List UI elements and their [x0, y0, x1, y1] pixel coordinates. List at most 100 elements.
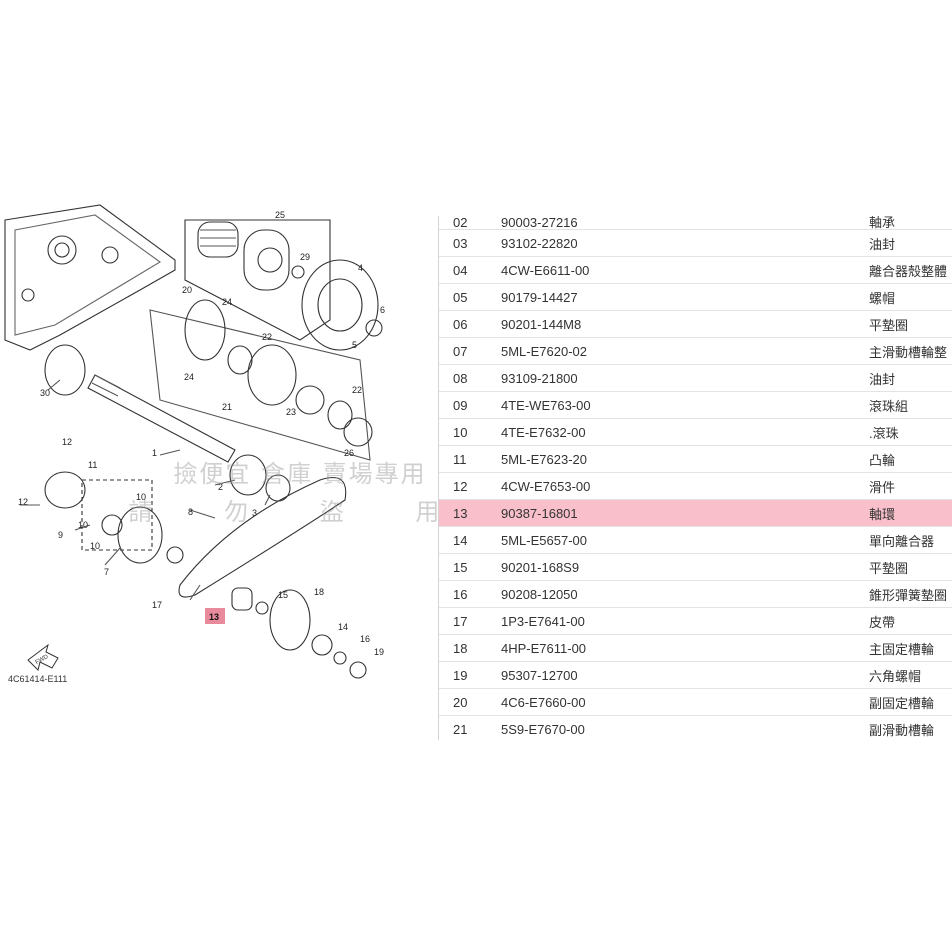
- part-number-index: 08: [439, 364, 501, 392]
- part-number-index: 14: [439, 526, 501, 554]
- part-number-index: 20: [439, 688, 501, 716]
- part-number-index: 19: [439, 661, 501, 689]
- part-number-index: 10: [439, 418, 501, 446]
- part-number-index: 06: [439, 310, 501, 338]
- part-name: 皮帶: [869, 607, 952, 635]
- part-name: 螺帽: [869, 283, 952, 311]
- callout-26: 26: [344, 448, 354, 458]
- part-name: 油封: [869, 229, 952, 257]
- part-number-index: 05: [439, 283, 501, 311]
- callout-23: 23: [286, 407, 296, 417]
- part-name: 單向離合器: [869, 526, 952, 554]
- callout-16: 16: [360, 634, 370, 644]
- callout-22b: 22: [352, 385, 362, 395]
- part-name: 六角螺帽: [869, 661, 952, 689]
- part-code: 5S9-E7670-00: [501, 715, 869, 740]
- part-code: 95307-12700: [501, 661, 869, 689]
- part-name: 軸承: [869, 216, 952, 230]
- callout-11: 11: [88, 460, 97, 470]
- callout-7: 7: [104, 567, 109, 577]
- part-number-index: 16: [439, 580, 501, 608]
- part-code: 90003-27216: [501, 216, 869, 230]
- callout-25: 25: [275, 210, 285, 220]
- parts-diagram: 30 1 2 3 4 5 6 7 8 9 10 10 10 11 12 12 1…: [0, 200, 438, 700]
- part-name: 滾珠組: [869, 391, 952, 419]
- part-number-index: 04: [439, 256, 501, 284]
- part-name: 軸環: [869, 499, 952, 527]
- part-code: 90387-16801: [501, 499, 869, 527]
- callout-13-highlight: [205, 608, 225, 624]
- callout-20: 20: [182, 285, 192, 295]
- callout-24b: 24: [184, 372, 194, 382]
- part-code: 5ML-E5657-00: [501, 526, 869, 554]
- callout-21: 21: [222, 402, 232, 412]
- callout-3: 3: [252, 508, 257, 518]
- callout-10a: 10: [136, 492, 146, 502]
- part-name: 副滑動槽輪: [869, 715, 952, 740]
- callout-1: 1: [152, 448, 157, 458]
- callout-15: 15: [278, 590, 288, 600]
- part-code: 4TE-WE763-00: [501, 391, 869, 419]
- part-number-index: 21: [439, 715, 501, 740]
- part-number-index: 07: [439, 337, 501, 365]
- diagram-code: 4C61414-E111: [8, 674, 67, 684]
- callout-6: 6: [380, 305, 385, 315]
- part-name: 主滑動槽輪整: [869, 337, 952, 365]
- part-code: 90201-144M8: [501, 310, 869, 338]
- part-number-index: 15: [439, 553, 501, 581]
- callout-29: 29: [300, 252, 310, 262]
- part-code: 4TE-E7632-00: [501, 418, 869, 446]
- part-name: 錐形彈簧墊圈: [869, 580, 952, 608]
- part-name: .滾珠: [869, 418, 952, 446]
- part-code: 90179-14427: [501, 283, 869, 311]
- part-code: 4CW-E6611-00: [501, 256, 869, 284]
- callout-17: 17: [152, 600, 162, 610]
- exploded-view-drawing: 30 1 2 3 4 5 6 7 8 9 10 10 10 11 12 12 1…: [4, 204, 385, 684]
- part-name: 滑件: [869, 472, 952, 500]
- callout-30: 30: [40, 388, 50, 398]
- callout-19: 19: [374, 647, 384, 657]
- part-number-index: 02: [439, 216, 501, 230]
- callout-18: 18: [314, 587, 324, 597]
- part-code: 4HP-E7611-00: [501, 634, 869, 662]
- part-code: 93102-22820: [501, 229, 869, 257]
- part-number-index: 17: [439, 607, 501, 635]
- callout-2: 2: [218, 482, 223, 492]
- part-code: 5ML-E7620-02: [501, 337, 869, 365]
- part-name: 油封: [869, 364, 952, 392]
- part-code: 93109-21800: [501, 364, 869, 392]
- part-number-index: 18: [439, 634, 501, 662]
- part-name: 主固定槽輪: [869, 634, 952, 662]
- part-name: 平墊圈: [869, 310, 952, 338]
- callout-10c: 10: [90, 541, 100, 551]
- part-code: 90201-168S9: [501, 553, 869, 581]
- callout-12b: 12: [18, 497, 28, 507]
- part-code: 90208-12050: [501, 580, 869, 608]
- part-number-index: 12: [439, 472, 501, 500]
- part-name: 平墊圈: [869, 553, 952, 581]
- callout-22a: 22: [262, 332, 272, 342]
- part-name: 凸輪: [869, 445, 952, 473]
